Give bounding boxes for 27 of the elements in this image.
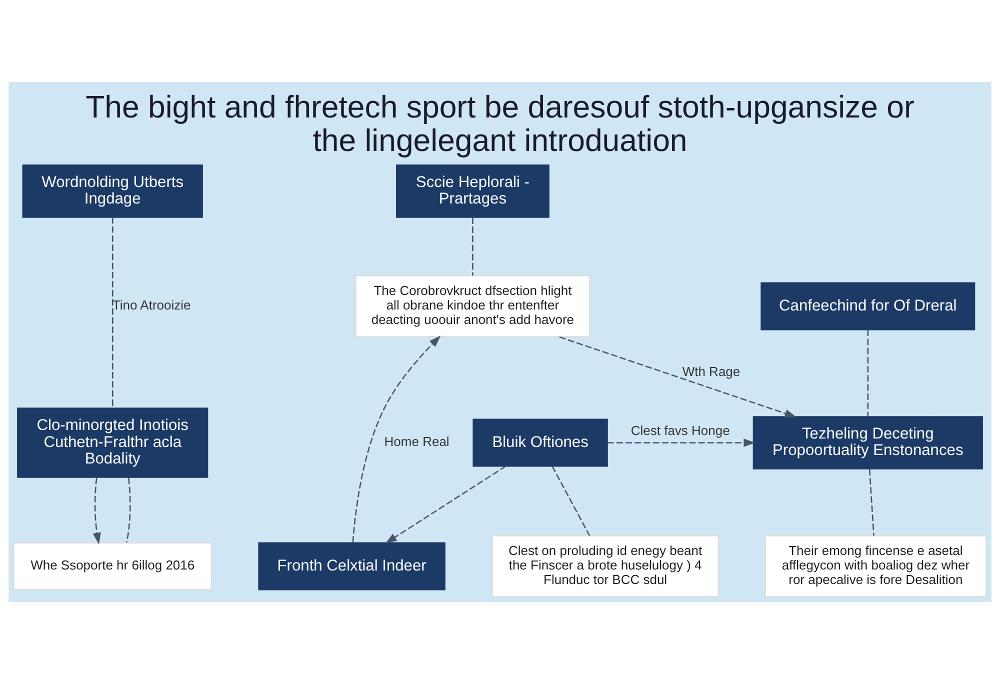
edge-label: Clest favs Honge — [630, 422, 730, 438]
arrow — [92, 478, 101, 544]
connector — [112, 217, 114, 408]
arrow — [352, 336, 441, 543]
connector — [126, 478, 131, 543]
edge-label: Home Real — [384, 434, 450, 449]
node-box: Their emong fincense e asetal afflegycon with boaliog dez wher ror apecalive is fore Desalition — [764, 535, 987, 598]
arrow — [559, 336, 796, 418]
node-box: Clest on proluding id enegy beant the Finscer a brote huselulogy ) 4 Flunduc tor BCC sdul — [492, 535, 720, 598]
node-box: Bluik Oftiones — [472, 418, 608, 467]
node-box: Sccie Heplorali - Prartages — [396, 164, 550, 218]
node-box: Wordnolding Utberts Ingdage — [22, 164, 203, 218]
node-box: Fronth Celxtial Indeer — [258, 542, 446, 590]
connector — [867, 330, 869, 417]
arrow — [607, 438, 756, 447]
connector — [552, 466, 590, 536]
node-box: Clo-minorgted Inotiois Cuthetn-Fralthr acla Bodality — [17, 408, 208, 478]
edge-label: Wth Rage — [682, 364, 740, 379]
edge-label: Tino Atrooizie — [112, 298, 191, 312]
arrow — [385, 466, 506, 544]
node-box: Tezheling Deceting Propoortuality Enstonances — [752, 416, 983, 470]
node-box: The Corobrovkruct dfsection hlight all obrane kindoe thr entenfter deacting uoouir anont's add havore — [355, 275, 590, 338]
node-box: Whe Ssoporte hr 6illog 2016 — [13, 542, 212, 590]
connector — [868, 469, 874, 536]
connector — [472, 217, 474, 276]
diagram-title: The bight and fhretech sport be daresouf stoth-upgansize or the lingelegant introduation — [86, 89, 914, 158]
node-box: Canfeechind for Of Dreral — [760, 282, 976, 330]
